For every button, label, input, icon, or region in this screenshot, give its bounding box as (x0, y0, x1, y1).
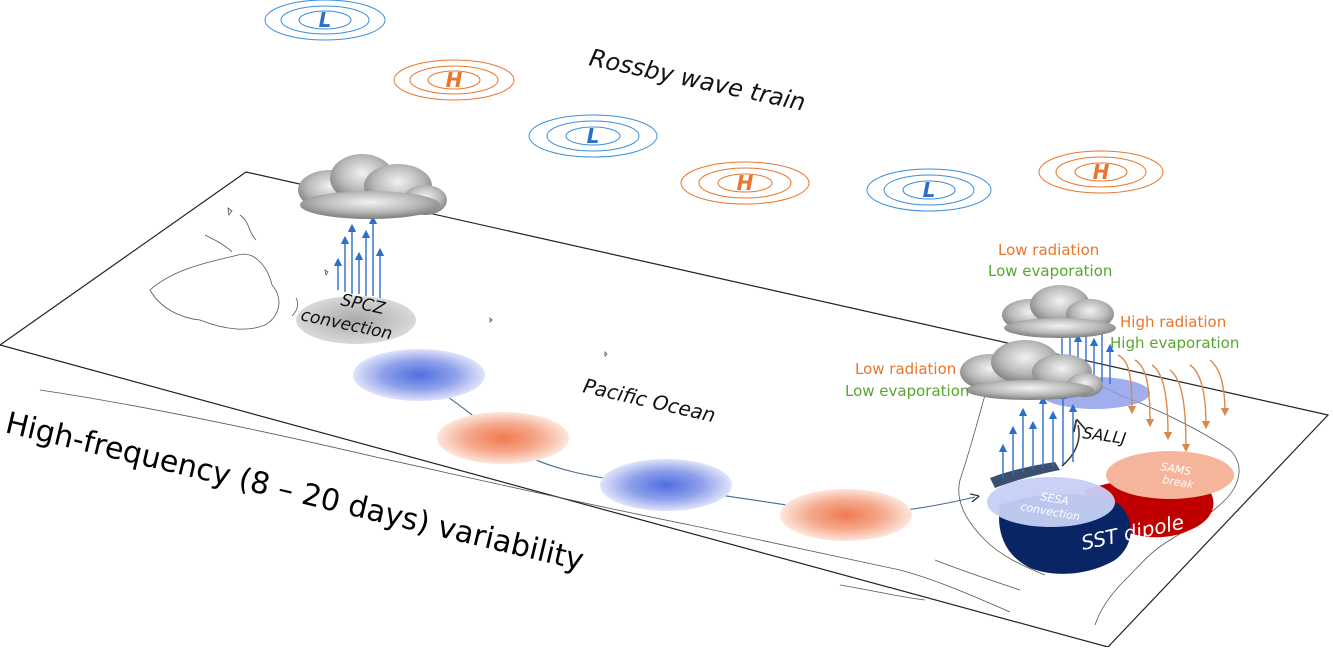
low-radiation-top-label: Low radiation (998, 241, 1099, 259)
sams-label-line1: SAMS (1159, 460, 1192, 478)
low-pressure-icon-2: L (528, 114, 658, 158)
sallj-jet (990, 425, 1079, 488)
svg-text:H: H (446, 68, 463, 92)
sesa-convection-area (987, 477, 1115, 527)
svg-text:L: L (923, 178, 936, 202)
low-pressure-icon-3: L (866, 168, 992, 212)
high-pressure-icon-3: H (1038, 150, 1164, 194)
sams-break-area (1106, 451, 1234, 499)
spcz-shading (296, 296, 416, 344)
svg-text:L: L (319, 8, 332, 32)
svg-text:L: L (587, 124, 600, 148)
anomaly-positive-2 (780, 489, 912, 541)
upper-cloud-icon (1002, 285, 1116, 338)
low-evaporation-top-label: Low evaporation (988, 262, 1112, 280)
sesa-upward-arrows (998, 390, 1078, 478)
high-evaporation-label: High evaporation (1110, 334, 1239, 352)
anomaly-centers (353, 349, 912, 541)
low-evaporation-mid-label: Low evaporation (845, 382, 969, 400)
low-radiation-mid-label: Low radiation (855, 360, 956, 378)
downward-radiation-arrows (1117, 354, 1230, 453)
high-radiation-label: High radiation (1120, 313, 1226, 331)
sams-label-line2: break (1161, 473, 1195, 491)
anomaly-negative-1 (353, 349, 485, 401)
svg-text:H: H (737, 171, 754, 195)
high-pressure-icon-2: H (680, 161, 810, 205)
sesa-label-line1: SESA (1039, 490, 1069, 508)
high-pressure-icon-1: H (393, 59, 515, 101)
rossby-wave-train: L H L H L H (264, 0, 1164, 212)
low-pressure-icon-1: L (264, 0, 386, 41)
svg-text:H: H (1093, 160, 1110, 184)
wave-train-label: Rossby wave train (587, 43, 808, 116)
spcz-cloud-icon (298, 154, 447, 219)
anomaly-negative-2 (600, 459, 732, 511)
spcz-upward-arrows (333, 215, 385, 298)
anomaly-positive-1 (437, 412, 569, 464)
lower-cloud-icon (960, 340, 1103, 400)
